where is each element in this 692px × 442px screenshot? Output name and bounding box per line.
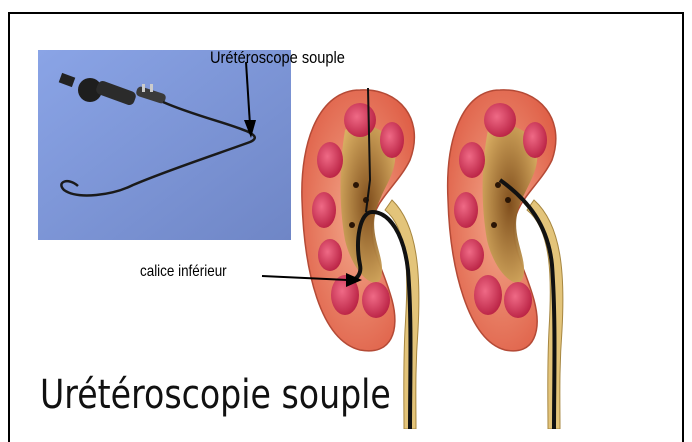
slide-title: Urétéroscopie souple bbox=[40, 372, 391, 418]
kidney-right bbox=[448, 90, 563, 429]
label-calice-inferieur: calice inférieur bbox=[140, 263, 227, 281]
arrow-to-photo bbox=[244, 62, 256, 138]
kidney-illustration bbox=[0, 0, 692, 429]
slide: Urétéroscope souple calice inférieur Uré… bbox=[0, 0, 692, 429]
label-ureteroscope: Urétéroscope souple bbox=[210, 48, 345, 68]
